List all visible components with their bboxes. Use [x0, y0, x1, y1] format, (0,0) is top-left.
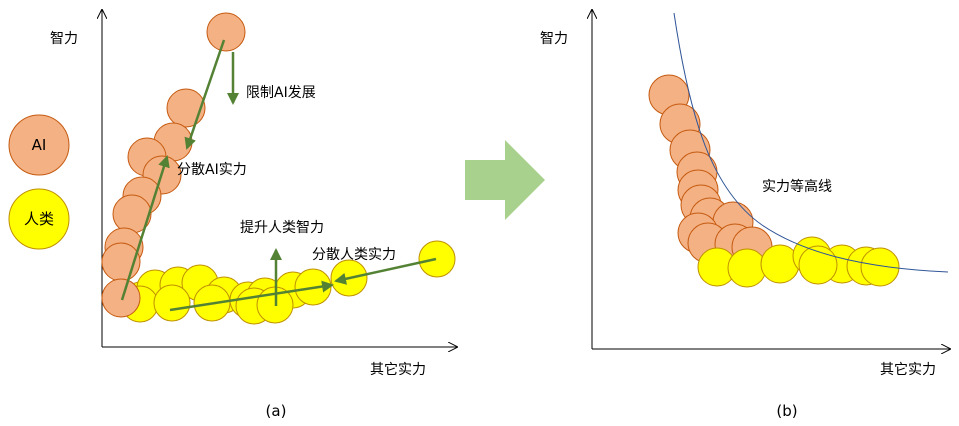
right-arrow-icon [465, 140, 545, 220]
legend-human-label: 人类 [24, 210, 54, 228]
strength-contour-line [673, 12, 949, 273]
panel-a-ai-circles [101, 12, 246, 318]
transition-arrow [465, 140, 545, 220]
panel-b-ai-circles [648, 74, 773, 268]
legend: AI 人类 [8, 114, 70, 250]
spread-human-left-arrow [334, 257, 437, 285]
panel-a: 智力 其它实力 限制AI发展 分散AI实力 提升人类智力 分散人类实力 (a) [50, 10, 457, 420]
human-circle [153, 284, 191, 322]
spread-human-label: 分散人类实力 [312, 247, 396, 263]
ai-circle [166, 88, 206, 128]
human-circle [860, 247, 900, 287]
legend-human-circle [8, 188, 70, 250]
panel-b-y-axis-label: 智力 [540, 31, 568, 47]
boost-human-label: 提升人类智力 [240, 220, 324, 236]
contour-label: 实力等高线 [762, 178, 832, 195]
spread-human-right-arrow [169, 280, 334, 312]
spread-ai-up-arrow [120, 155, 170, 301]
panel-b-human-circles [697, 236, 900, 288]
panel-a-caption: (a) [266, 402, 287, 420]
panel-b-x-axis-label: 其它实力 [880, 361, 936, 378]
panel-b: 智力 其它实力 实力等高线 (b) [540, 10, 950, 420]
human-circle [418, 240, 456, 278]
human-circle [798, 245, 838, 285]
human-circle [727, 248, 767, 288]
panel-a-human-circles [121, 240, 456, 325]
limit-ai-label: 限制AI发展 [246, 85, 316, 101]
panel-b-caption: (b) [776, 402, 797, 420]
panel-a-x-axis-label: 其它实力 [370, 361, 426, 378]
panel-a-y-axis-label: 智力 [50, 31, 78, 47]
spread-ai-label: 分散AI实力 [177, 162, 247, 178]
spread-ai-down-arrow [184, 39, 226, 150]
legend-ai-label: AI [32, 136, 47, 154]
ai-circle [101, 278, 141, 318]
legend-ai-circle [8, 114, 70, 176]
ai-circle [206, 12, 246, 52]
